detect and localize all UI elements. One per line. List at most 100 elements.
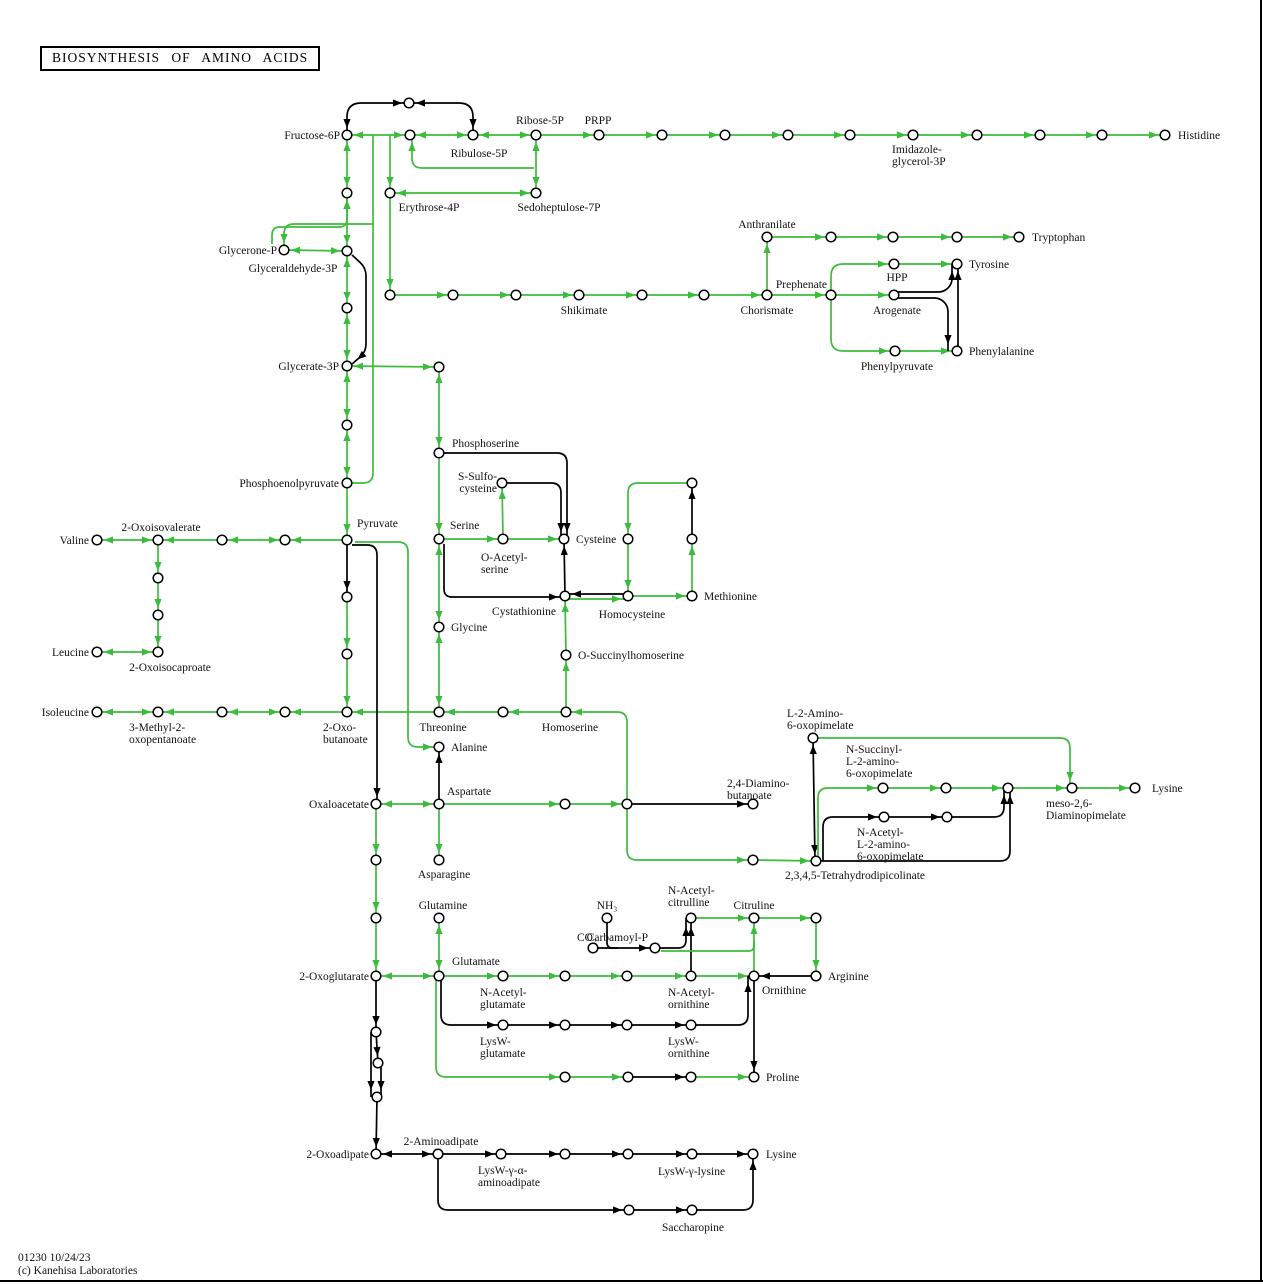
- compound-node[interactable]: [622, 590, 634, 602]
- compound-node[interactable]: [748, 1071, 760, 1083]
- compound-node[interactable]: [433, 621, 445, 633]
- compound-node[interactable]: [559, 590, 571, 602]
- compound-node[interactable]: [878, 811, 890, 823]
- compound-node[interactable]: [685, 970, 697, 982]
- compound-node[interactable]: [467, 129, 479, 141]
- compound-node[interactable]: [622, 1071, 634, 1083]
- compound-node[interactable]: [152, 609, 164, 621]
- compound-node[interactable]: [341, 591, 353, 603]
- compound-node[interactable]: [810, 855, 822, 867]
- compound-node[interactable]: [341, 245, 353, 257]
- compound-node[interactable]: [341, 360, 353, 372]
- compound-node[interactable]: [1002, 782, 1014, 794]
- compound-node[interactable]: [403, 97, 415, 109]
- compound-node[interactable]: [593, 129, 605, 141]
- compound-node[interactable]: [370, 912, 382, 924]
- compound-node[interactable]: [447, 289, 459, 301]
- compound-node[interactable]: [810, 912, 822, 924]
- compound-node[interactable]: [433, 741, 445, 753]
- compound-node[interactable]: [761, 289, 773, 301]
- compound-node[interactable]: [370, 1148, 382, 1160]
- compound-node[interactable]: [341, 706, 353, 718]
- compound-node[interactable]: [747, 798, 759, 810]
- compound-node[interactable]: [951, 231, 963, 243]
- compound-node[interactable]: [216, 534, 228, 546]
- compound-node[interactable]: [279, 534, 291, 546]
- compound-node[interactable]: [748, 970, 760, 982]
- compound-node[interactable]: [91, 534, 103, 546]
- compound-node[interactable]: [623, 1204, 635, 1216]
- compound-node[interactable]: [530, 129, 542, 141]
- compound-node[interactable]: [587, 942, 599, 954]
- compound-node[interactable]: [888, 258, 900, 270]
- compound-node[interactable]: [621, 970, 633, 982]
- compound-node[interactable]: [433, 706, 445, 718]
- compound-node[interactable]: [971, 129, 983, 141]
- compound-node[interactable]: [748, 912, 760, 924]
- compound-node[interactable]: [530, 187, 542, 199]
- compound-node[interactable]: [810, 970, 822, 982]
- compound-node[interactable]: [877, 782, 889, 794]
- compound-node[interactable]: [686, 533, 698, 545]
- compound-node[interactable]: [1159, 129, 1171, 141]
- compound-node[interactable]: [496, 477, 508, 489]
- compound-node[interactable]: [825, 289, 837, 301]
- compound-node[interactable]: [1129, 782, 1141, 794]
- compound-node[interactable]: [559, 1148, 571, 1160]
- compound-node[interactable]: [649, 942, 661, 954]
- compound-node[interactable]: [844, 129, 856, 141]
- compound-node[interactable]: [497, 533, 509, 545]
- compound-node[interactable]: [719, 129, 731, 141]
- compound-node[interactable]: [685, 1071, 697, 1083]
- compound-node[interactable]: [370, 1026, 382, 1038]
- compound-node[interactable]: [91, 646, 103, 658]
- compound-node[interactable]: [559, 1019, 571, 1031]
- compound-node[interactable]: [951, 258, 963, 270]
- compound-node[interactable]: [888, 289, 900, 301]
- compound-node[interactable]: [622, 533, 634, 545]
- compound-node[interactable]: [560, 649, 572, 661]
- compound-node[interactable]: [1034, 129, 1046, 141]
- compound-node[interactable]: [621, 798, 633, 810]
- compound-node[interactable]: [951, 345, 963, 357]
- compound-node[interactable]: [573, 289, 585, 301]
- compound-node[interactable]: [497, 970, 509, 982]
- compound-node[interactable]: [152, 646, 164, 658]
- compound-node[interactable]: [685, 1019, 697, 1031]
- compound-node[interactable]: [433, 912, 445, 924]
- compound-node[interactable]: [1066, 782, 1078, 794]
- compound-node[interactable]: [384, 187, 396, 199]
- compound-node[interactable]: [940, 782, 952, 794]
- compound-node[interactable]: [559, 970, 571, 982]
- compound-node[interactable]: [941, 811, 953, 823]
- compound-node[interactable]: [510, 289, 522, 301]
- compound-node[interactable]: [621, 1019, 633, 1031]
- compound-node[interactable]: [341, 534, 353, 546]
- compound-node[interactable]: [370, 970, 382, 982]
- compound-node[interactable]: [433, 447, 445, 459]
- compound-node[interactable]: [341, 648, 353, 660]
- compound-node[interactable]: [433, 798, 445, 810]
- compound-node[interactable]: [433, 854, 445, 866]
- compound-node[interactable]: [404, 129, 416, 141]
- compound-node[interactable]: [384, 289, 396, 301]
- compound-node[interactable]: [433, 361, 445, 373]
- compound-node[interactable]: [887, 231, 899, 243]
- compound-node[interactable]: [371, 1091, 383, 1103]
- compound-node[interactable]: [636, 289, 648, 301]
- compound-node[interactable]: [433, 970, 445, 982]
- compound-node[interactable]: [433, 533, 445, 545]
- compound-node[interactable]: [497, 1019, 509, 1031]
- compound-node[interactable]: [656, 129, 668, 141]
- compound-node[interactable]: [216, 706, 228, 718]
- compound-node[interactable]: [761, 231, 773, 243]
- compound-node[interactable]: [807, 732, 819, 744]
- compound-node[interactable]: [686, 1204, 698, 1216]
- compound-node[interactable]: [341, 477, 353, 489]
- compound-node[interactable]: [686, 590, 698, 602]
- compound-node[interactable]: [560, 706, 572, 718]
- compound-node[interactable]: [1013, 231, 1025, 243]
- compound-node[interactable]: [686, 477, 698, 489]
- compound-node[interactable]: [341, 187, 353, 199]
- compound-node[interactable]: [341, 302, 353, 314]
